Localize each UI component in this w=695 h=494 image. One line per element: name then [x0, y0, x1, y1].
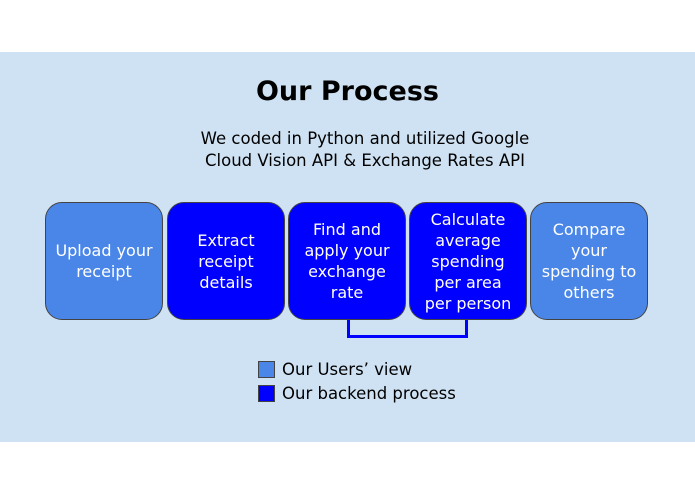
- step-label: Extract receipt details: [197, 230, 255, 292]
- slide-title: Our Process: [255, 76, 439, 107]
- legend-swatch-users-view: [258, 360, 275, 378]
- step-exchange-rate: Find and apply your exchange rate: [288, 202, 406, 320]
- step-label: Compare your spending to others: [541, 220, 637, 302]
- legend-swatch-backend: [258, 384, 275, 402]
- step-upload-receipt: Upload your receipt: [45, 202, 163, 320]
- legend-backend: Our backend process: [258, 383, 456, 403]
- step-calculate-average: Calculate average spending per area per …: [409, 202, 527, 320]
- step-label: Find and apply your exchange rate: [304, 220, 390, 302]
- step-compare-spending: Compare your spending to others: [530, 202, 648, 320]
- legend-label-backend: Our backend process: [282, 383, 456, 403]
- slide-subtitle: We coded in Python and utilized Google C…: [0, 128, 695, 172]
- legend-users-view: Our Users’ view: [258, 359, 412, 379]
- legend-label-users-view: Our Users’ view: [282, 359, 413, 379]
- slide-background: Our Process We coded in Python and utili…: [0, 52, 695, 442]
- step-extract-details: Extract receipt details: [167, 202, 285, 320]
- step-label: Upload your receipt: [55, 241, 153, 281]
- subtitle-line-2: Cloud Vision API & Exchange Rates API: [205, 151, 525, 170]
- subtitle-line-1: We coded in Python and utilized Google: [200, 129, 530, 148]
- backend-bracket-connector: [347, 320, 468, 338]
- step-label: Calculate average spending per area per …: [424, 209, 512, 313]
